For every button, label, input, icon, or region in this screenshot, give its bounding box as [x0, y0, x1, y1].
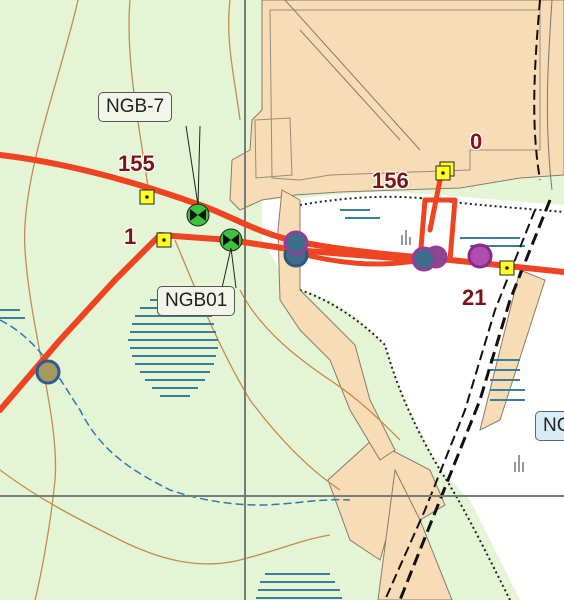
- point-label: 156: [372, 168, 409, 193]
- open-area-boundary: [299, 195, 564, 600]
- building-area: [229, 0, 564, 211]
- callout-label[interactable]: NGB01: [157, 286, 236, 316]
- callout-label[interactable]: NGB-7: [98, 92, 173, 122]
- callout-label[interactable]: NC: [535, 411, 564, 441]
- marsh-hatching: [0, 209, 525, 599]
- well-markers: [139, 161, 515, 276]
- railway: [384, 0, 553, 600]
- point-label: 1: [124, 224, 137, 249]
- pipeline-node-icon[interactable]: [283, 230, 309, 256]
- building-outline: [254, 9, 541, 181]
- road-strip: [277, 189, 396, 461]
- point-label: 155: [118, 151, 155, 176]
- vegetation-symbols: [401, 230, 524, 472]
- pipeline-node-icon[interactable]: [411, 246, 437, 272]
- pipelines: [0, 152, 564, 413]
- pipeline-nodes: [35, 230, 493, 385]
- callout-leaders: [185, 125, 237, 289]
- point-label: 21: [462, 285, 487, 310]
- pipeline-node-icon[interactable]: [35, 359, 61, 385]
- pipeline-node-icon[interactable]: [467, 243, 493, 269]
- stream: [0, 319, 351, 506]
- building-spike-bottom: [377, 468, 453, 600]
- building-diagonal: [284, 0, 421, 151]
- open-area: [262, 191, 564, 600]
- valves: [186, 203, 243, 252]
- point-label: 0: [470, 129, 483, 154]
